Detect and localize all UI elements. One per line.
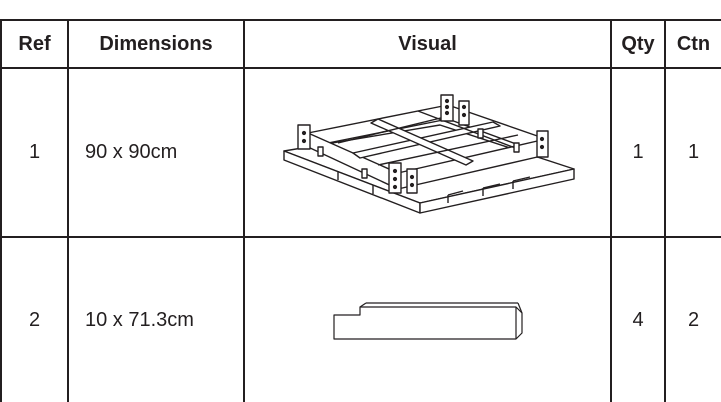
col-rule-visual	[610, 19, 612, 402]
row-1-qty: 1	[632, 141, 644, 163]
header-bottom-rule	[0, 67, 721, 69]
row-2-ctn: 2	[687, 308, 700, 331]
header-qty: Qty	[621, 32, 655, 55]
row-2-visual	[245, 238, 610, 402]
col-rule-qty	[664, 19, 666, 402]
row-1-ctn: 1	[687, 141, 700, 163]
row-2-ref: 2	[28, 308, 41, 331]
row-1-bottom-rule	[0, 236, 721, 238]
row-1-ref: 1	[28, 141, 41, 163]
row-2-dimensions: 10 x 71.3cm	[85, 308, 194, 331]
col-rule-dimensions	[243, 19, 245, 402]
wooden-plank-icon	[332, 302, 523, 340]
row-2-qty: 4	[632, 308, 644, 331]
row-1-visual	[245, 69, 610, 236]
col-rule-left	[0, 19, 2, 402]
header-visual: Visual	[398, 32, 457, 55]
table-top-rule	[0, 19, 721, 21]
header-ctn: Ctn	[676, 32, 711, 55]
square-frame-assembly-icon	[282, 94, 575, 214]
row-1-dimensions: 90 x 90cm	[85, 141, 178, 163]
header-ref: Ref	[18, 32, 51, 55]
col-rule-ref	[67, 19, 69, 402]
header-dimensions: Dimensions	[99, 32, 213, 55]
